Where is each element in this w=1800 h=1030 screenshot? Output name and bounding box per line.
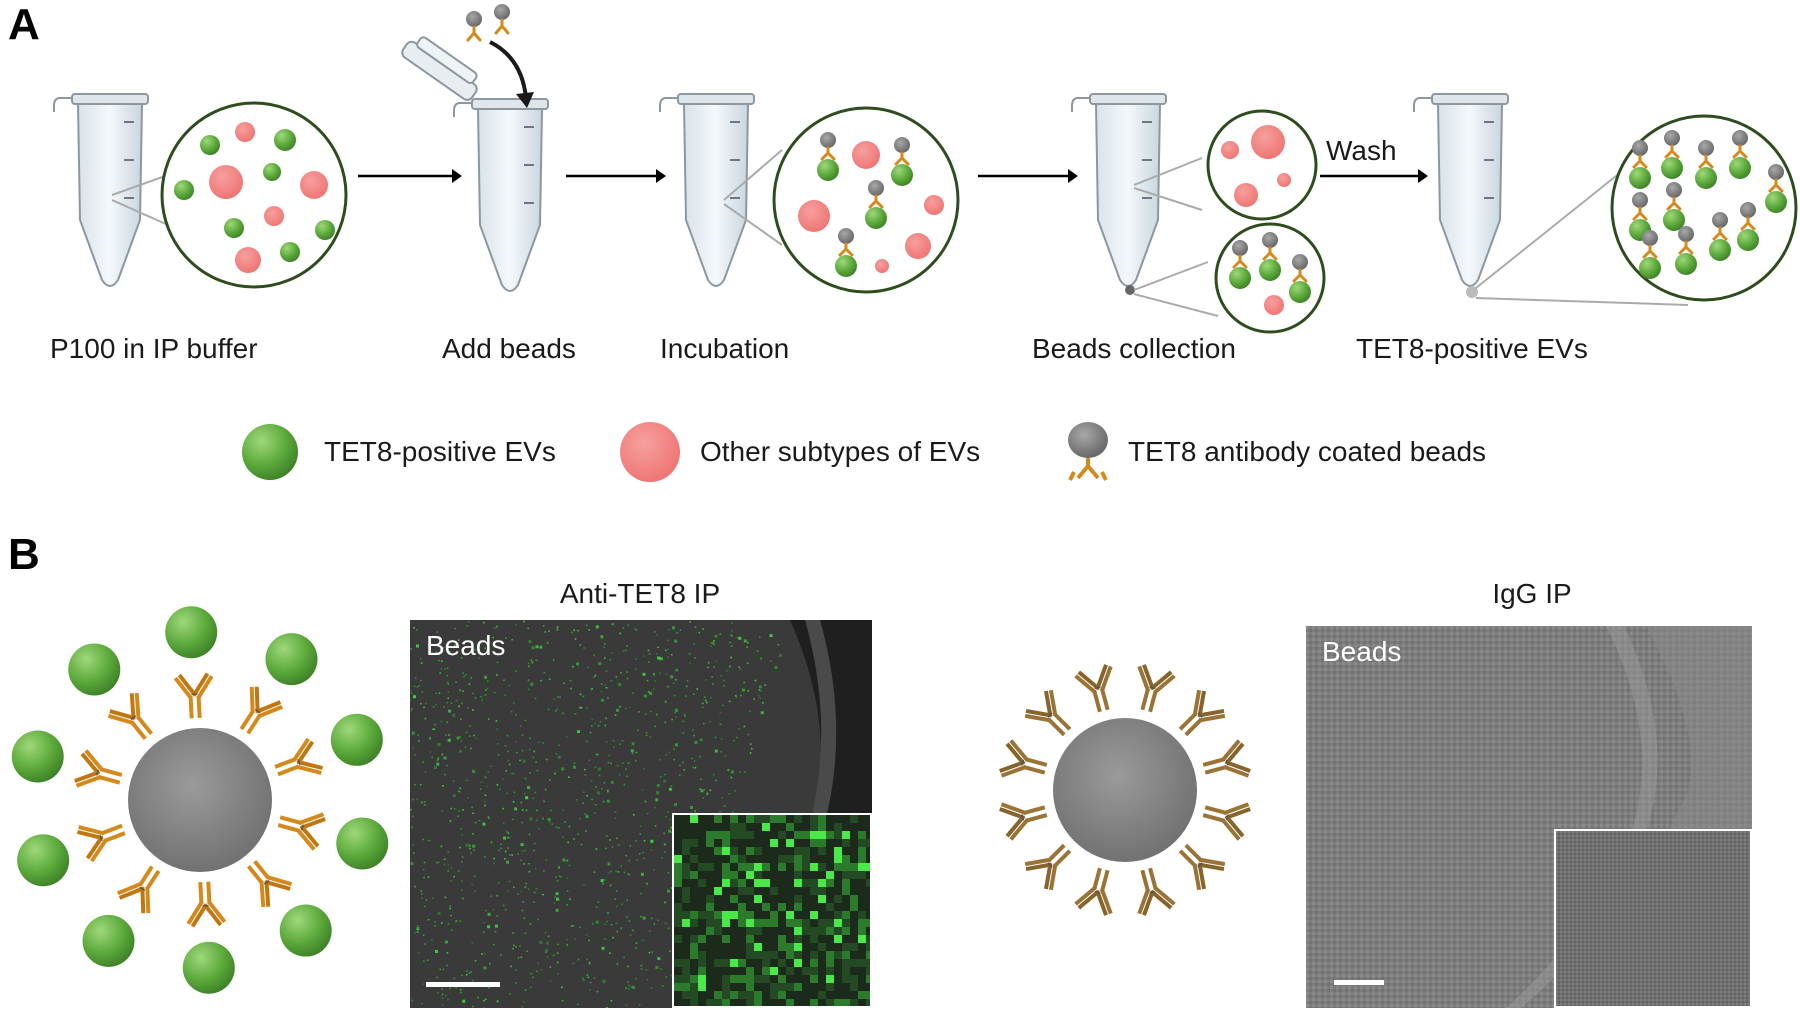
antibody [1021,834,1081,894]
green-ev [83,915,135,967]
bead-diagram-igg [955,640,1295,1000]
micrograph-anti-tet8: Beads [410,620,872,1008]
zoom-circle-5 [1612,116,1796,300]
red-ev-icon [620,422,680,482]
antibody [1169,834,1229,894]
step-label-3: Incubation [660,333,789,365]
antibody [184,881,226,928]
tube-1 [54,94,148,286]
green-ev [165,606,217,658]
antibody [997,738,1051,788]
step-label-4: Beads collection [1032,333,1236,365]
step-label-1: P100 in IP buffer [50,333,258,365]
scale-bar-right [1334,980,1384,985]
legend-label-red: Other subtypes of EVs [700,436,980,468]
open-lid [400,31,485,102]
green-ev [68,643,120,695]
antibody [1199,738,1253,788]
antibody [1073,864,1123,918]
antibody [228,683,286,742]
antibody [1021,686,1081,746]
wash-label: Wash [1326,135,1397,167]
zoom-circle-4b [1216,224,1324,332]
tube-3 [660,94,754,286]
micrograph-anti-tet8-label: Beads [426,630,505,662]
tube-5 [1414,94,1508,286]
green-ev [331,714,383,766]
green-ev [336,817,388,869]
legend-label-green: TET8-positive EVs [324,436,556,468]
igg-title: IgG IP [1302,578,1762,610]
antibody [1169,686,1229,746]
zoom-circle-4a [1208,111,1316,219]
antibody [72,748,126,798]
antibody [114,858,172,917]
green-ev [183,942,235,994]
antibody [105,689,164,749]
antibody [1127,864,1177,918]
antibody [1073,662,1123,716]
green-ev [280,905,332,957]
antibody [1127,662,1177,716]
antibody [74,811,130,864]
antibody [269,736,325,789]
legend-label-bead: TET8 antibody coated beads [1128,436,1486,468]
tube-2 [454,99,548,291]
bead-core [1053,718,1197,862]
bead-diagram-anti-tet8 [0,590,420,1030]
zoom-circle-3 [774,108,958,292]
panel-a-diagram [0,0,1800,380]
green-ev-icon [242,424,298,480]
antibody [174,672,216,719]
antibody [1199,792,1253,842]
micrograph-igg-label: Beads [1322,636,1401,668]
green-ev [265,633,317,685]
step-label-5: TET8-positive EVs [1356,333,1588,365]
tube-4 [1072,94,1166,286]
green-ev [17,834,69,886]
panel-b-letter: B [8,530,40,580]
antibody [274,802,328,852]
green-ev [12,731,64,783]
micrograph-igg: Beads [1306,626,1752,1008]
scale-bar-left [426,982,500,987]
micrograph-igg-inset [1554,829,1752,1008]
antibody-bead-icon [1068,422,1108,480]
antibody [997,792,1051,842]
bead-core [128,728,272,872]
antibody [236,851,295,911]
zoom-circle-1 [162,103,346,287]
step-label-2: Add beads [442,333,576,365]
anti-tet8-title: Anti-TET8 IP [410,578,870,610]
micrograph-anti-tet8-inset [672,813,872,1008]
